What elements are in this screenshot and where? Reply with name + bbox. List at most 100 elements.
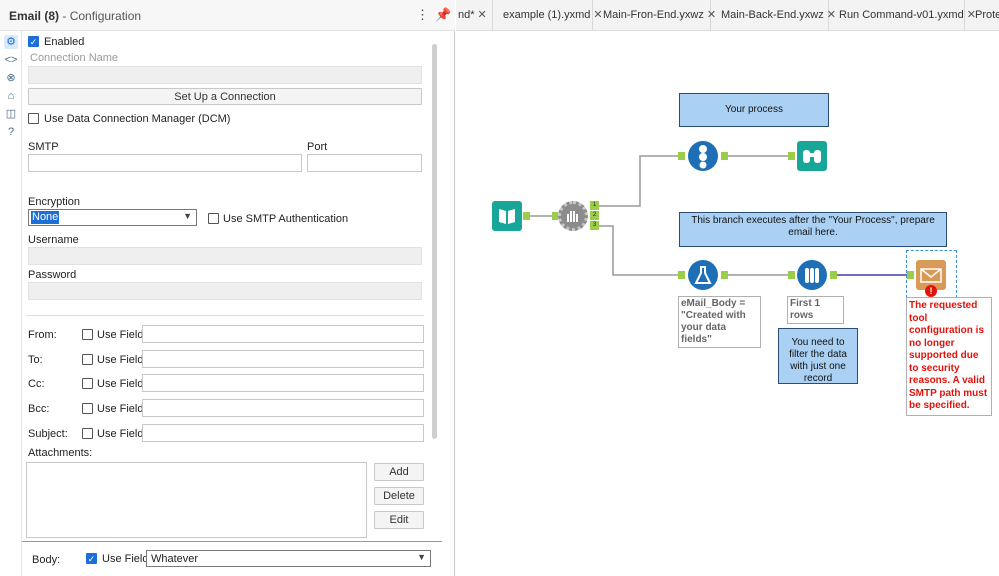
tab-run-command[interactable]: Run Command-v01.yxmd✕ xyxy=(829,0,976,30)
bcc-input[interactable] xyxy=(142,399,424,417)
output-anchor xyxy=(721,271,728,279)
hand-icon xyxy=(567,211,578,222)
help-icon[interactable]: ? xyxy=(7,126,15,138)
from-use-field-label: Use Field xyxy=(97,329,144,341)
tab-label: Run Command-v01.yxmd xyxy=(839,9,964,21)
tag-icon[interactable]: ⌂ xyxy=(7,90,15,102)
tab-label: nd* xyxy=(458,9,475,21)
bcc-use-field-checkbox[interactable] xyxy=(82,403,93,414)
input-anchor xyxy=(788,271,795,279)
body-use-field-checkbox[interactable]: ✓ xyxy=(86,553,97,564)
tab-main-fron-end[interactable]: Main-Fron-End.yxwz✕ xyxy=(593,0,716,30)
from-use-field-checkbox[interactable] xyxy=(82,329,93,340)
close-icon[interactable]: ✕ xyxy=(826,9,836,21)
panel-title-subtitle: - Configuration xyxy=(62,9,142,23)
to-use-field-label: Use Field xyxy=(97,354,144,366)
smtp-auth-checkbox[interactable] xyxy=(208,213,219,224)
input-data-tool[interactable] xyxy=(492,201,522,231)
enabled-checkbox[interactable]: ✓ xyxy=(28,36,39,47)
cc-use-field-label: Use Field xyxy=(97,378,144,390)
subject-input[interactable] xyxy=(142,424,424,442)
tab-label: example (1).yxmd xyxy=(503,9,591,21)
subject-use-field-checkbox[interactable] xyxy=(82,428,93,439)
panel-title-tool: Email (8) xyxy=(9,9,60,23)
configuration-panel: Email (8) - Configuration ⋮ 📌 ⚙ <> ⊗ ⌂ ◫… xyxy=(0,0,455,576)
note-your-process[interactable]: Your process xyxy=(679,93,829,127)
close-icon[interactable]: ✕ xyxy=(966,9,976,21)
panel-header: Email (8) - Configuration ⋮ 📌 xyxy=(0,0,455,31)
error-icon: ! xyxy=(925,285,937,297)
email-config-form: ✓ Enabled Connection Name Set Up a Conne… xyxy=(22,31,452,576)
edit-attachment-button[interactable]: Edit xyxy=(374,511,424,529)
kebab-icon[interactable]: ⋮ xyxy=(416,7,429,22)
code-icon[interactable]: <> xyxy=(4,54,18,66)
your-process-tool[interactable] xyxy=(688,141,718,171)
block-until-done-tool[interactable] xyxy=(558,201,588,231)
workflow-canvas[interactable]: 1 2 3 Your process This branch executes … xyxy=(456,31,999,576)
test-tubes-icon xyxy=(805,268,819,283)
to-label: To: xyxy=(28,354,43,366)
input-anchor xyxy=(678,152,685,160)
attachments-list[interactable] xyxy=(26,462,367,538)
port-label: Port xyxy=(307,141,328,153)
close-icon[interactable]: ✕ xyxy=(477,9,487,21)
enabled-label: Enabled xyxy=(44,36,85,48)
from-label: From: xyxy=(28,329,57,341)
note-filter[interactable]: You need to filter the data with just on… xyxy=(778,328,858,384)
tab-nd[interactable]: nd*✕ xyxy=(456,0,493,30)
document-tabs: nd*✕ example (1).yxmd✕ Main-Fron-End.yxw… xyxy=(456,0,999,31)
username-field xyxy=(28,247,422,265)
dcm-checkbox[interactable] xyxy=(28,113,39,124)
to-use-field-checkbox[interactable] xyxy=(82,354,93,365)
encryption-value: None xyxy=(31,211,60,224)
book-icon xyxy=(499,209,515,224)
chevron-down-icon: ▼ xyxy=(417,552,426,562)
close-icon[interactable]: ✕ xyxy=(706,9,717,21)
error-message: The requested tool configuration is no l… xyxy=(906,297,992,416)
annotation-sample: First 1 rows xyxy=(787,296,844,324)
subject-use-field-label: Use Field xyxy=(97,428,144,440)
output-anchor xyxy=(830,271,837,279)
sample-tool[interactable] xyxy=(797,260,827,290)
formula-tool[interactable] xyxy=(688,260,718,290)
workflow-connections xyxy=(526,155,909,276)
panel-scrollbar[interactable] xyxy=(432,44,437,439)
smtp-auth-label: Use SMTP Authentication xyxy=(223,213,349,225)
annotation-formula: eMail_Body = "Created with your data fie… xyxy=(678,296,761,348)
port-input[interactable] xyxy=(307,154,422,172)
body-field-select[interactable]: Whatever ▼ xyxy=(146,550,431,567)
bcc-label: Bcc: xyxy=(28,403,50,415)
tab-main-back-end[interactable]: Main-Back-End.yxwz✕ xyxy=(711,0,836,30)
from-input[interactable] xyxy=(142,325,424,343)
cc-input[interactable] xyxy=(142,374,424,392)
gear-icon[interactable]: ⚙ xyxy=(4,35,18,49)
email-tool[interactable] xyxy=(916,260,946,290)
delete-attachment-button[interactable]: Delete xyxy=(374,487,424,505)
circle-arrow-icon[interactable]: ⊗ xyxy=(6,72,16,84)
tab-label: Main-Back-End.yxwz xyxy=(721,9,824,21)
cc-label: Cc: xyxy=(28,378,45,390)
setup-connection-button[interactable]: Set Up a Connection xyxy=(28,88,422,105)
cc-use-field-checkbox[interactable] xyxy=(82,378,93,389)
section-divider xyxy=(26,315,424,316)
close-icon[interactable]: ✕ xyxy=(593,9,603,21)
password-field xyxy=(28,282,422,300)
body-label: Body: xyxy=(32,554,61,566)
tab-example[interactable]: example (1).yxmd✕ xyxy=(493,0,603,30)
subject-label: Subject: xyxy=(28,428,68,440)
body-use-field-label: Use Field xyxy=(102,553,149,565)
encryption-select[interactable]: None ▼ xyxy=(28,209,197,226)
add-attachment-button[interactable]: Add xyxy=(374,463,424,481)
connection-name-label: Connection Name xyxy=(30,52,119,64)
box-icon[interactable]: ◫ xyxy=(5,108,17,120)
pin-icon[interactable]: 📌 xyxy=(435,7,452,22)
browse-tool[interactable] xyxy=(797,141,827,171)
smtp-input[interactable] xyxy=(28,154,302,172)
numbered-list-icon xyxy=(699,145,707,169)
note-branch[interactable]: This branch executes after the "Your Pro… xyxy=(679,212,947,247)
input-anchor xyxy=(907,271,914,279)
output-anchor xyxy=(523,212,530,220)
to-input[interactable] xyxy=(142,350,424,368)
tab-prote[interactable]: Prote xyxy=(965,0,999,30)
envelope-icon xyxy=(920,268,942,283)
